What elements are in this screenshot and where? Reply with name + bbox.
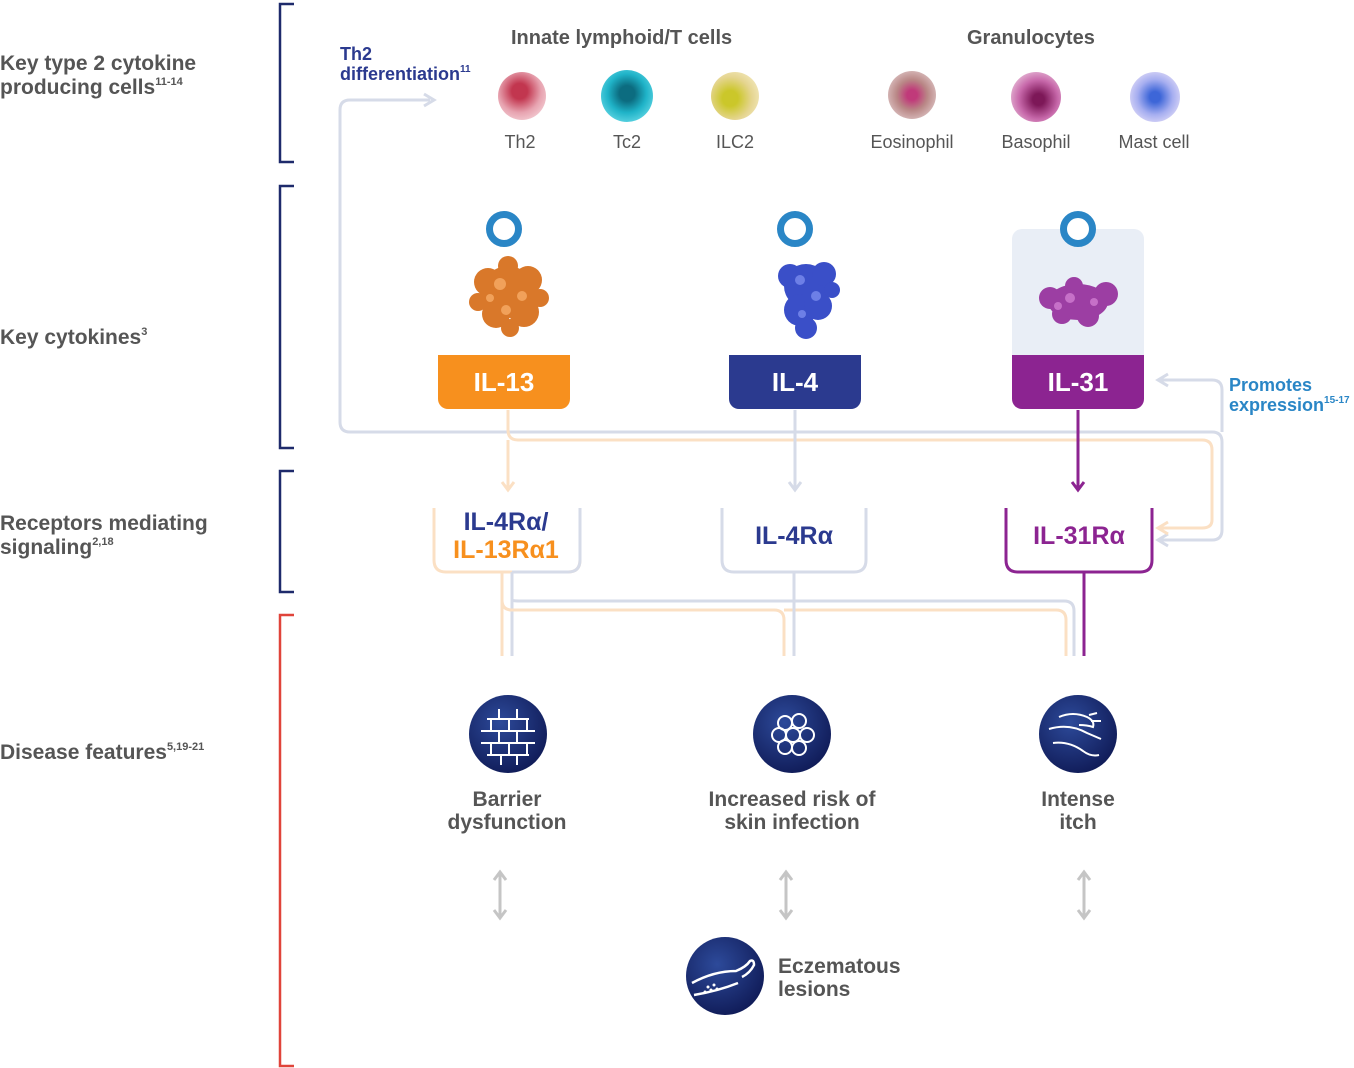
cell-label-mast-cell: Mast cell	[1118, 132, 1190, 152]
group-title-granulocytes: Granulocytes	[967, 27, 1095, 49]
promotes-expression-loop	[1160, 378, 1224, 432]
eosinophil-icon	[888, 71, 936, 119]
group-title-innate: Innate lymphoid/T cells	[511, 27, 733, 49]
il13-molecule-icon	[469, 256, 549, 337]
bracket-receptors	[278, 469, 294, 594]
cell-label-basophil: Basophil	[1001, 132, 1071, 152]
receptor-bracket-3	[1004, 508, 1154, 574]
basophil-icon	[1011, 72, 1061, 122]
il4-molecule-icon	[778, 262, 840, 339]
cell-label-eosinophil: Eosinophil	[870, 132, 954, 152]
row-label-cytokines: Key cytokines3	[0, 326, 148, 349]
receptor-il4ra: IL-4Rα	[755, 522, 833, 550]
th2-differentiation-note: Th2 differentiation11	[340, 44, 471, 84]
ilc2-cell-icon	[711, 72, 759, 120]
arm-lesion-icon	[686, 937, 764, 1015]
row-label-cells: Key type 2 cytokine producing cells11-14	[0, 52, 197, 99]
cell-label-ilc2: ILC2	[715, 132, 755, 152]
il13-ring-icon	[486, 211, 522, 247]
il4-ring-icon	[777, 211, 813, 247]
receptor-il4ra-il13ra1: IL-4Rα/ IL-13Rα1	[453, 508, 559, 564]
double-arrow-3	[1076, 869, 1092, 921]
double-arrow-1	[492, 869, 508, 921]
bracket-cells	[278, 2, 294, 164]
receptor-il31ra: IL-31Rα	[1033, 522, 1125, 550]
scratching-hand-icon	[1039, 695, 1117, 773]
bracket-cytokines	[278, 184, 294, 450]
th2-cell-icon	[498, 72, 546, 120]
mast-cell-icon	[1130, 72, 1180, 122]
brick-wall-icon	[469, 695, 547, 773]
row-label-receptors: Receptors mediating signaling2,18	[0, 512, 208, 559]
bacteria-cluster-icon	[753, 695, 831, 773]
bracket-disease	[278, 613, 294, 1068]
il31-molecule-icon	[1039, 277, 1118, 327]
cytokine-il4: IL-4	[729, 355, 861, 409]
il31-ring-icon	[1060, 211, 1096, 247]
promotes-expression-note: Promotes expression15-17	[1229, 375, 1350, 415]
cytokine-il13: IL-13	[438, 355, 570, 409]
double-arrow-2	[778, 869, 794, 921]
cell-label-th2: Th2	[504, 132, 536, 152]
cytokine-il31: IL-31	[1012, 355, 1144, 409]
th2-differentiation-loop	[338, 98, 1224, 542]
row-label-disease: Disease features5,19-21	[0, 741, 205, 764]
cell-label-tc2: Tc2	[612, 132, 641, 152]
tc2-cell-icon	[601, 70, 653, 122]
il13-connector	[506, 410, 1214, 530]
